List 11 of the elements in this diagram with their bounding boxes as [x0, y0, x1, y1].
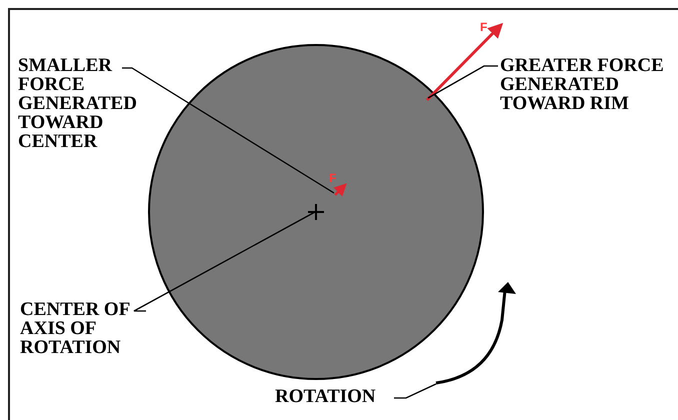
callout-label: ROTATION	[275, 387, 393, 409]
force-label: F	[480, 21, 488, 33]
leader-line	[394, 383, 436, 399]
leader-line	[122, 67, 334, 194]
callout-label: CENTER OF AXIS OF ROTATION	[20, 300, 146, 360]
leader-line	[428, 65, 498, 99]
callout-label: GREATER FORCE GENERATED TOWARD RIM	[500, 56, 676, 116]
leader-line	[133, 211, 316, 312]
force-arrow	[333, 181, 349, 197]
force-label: F	[329, 172, 336, 184]
callout-label: SMALLER FORCE GENERATED TOWARD CENTER	[18, 56, 158, 152]
